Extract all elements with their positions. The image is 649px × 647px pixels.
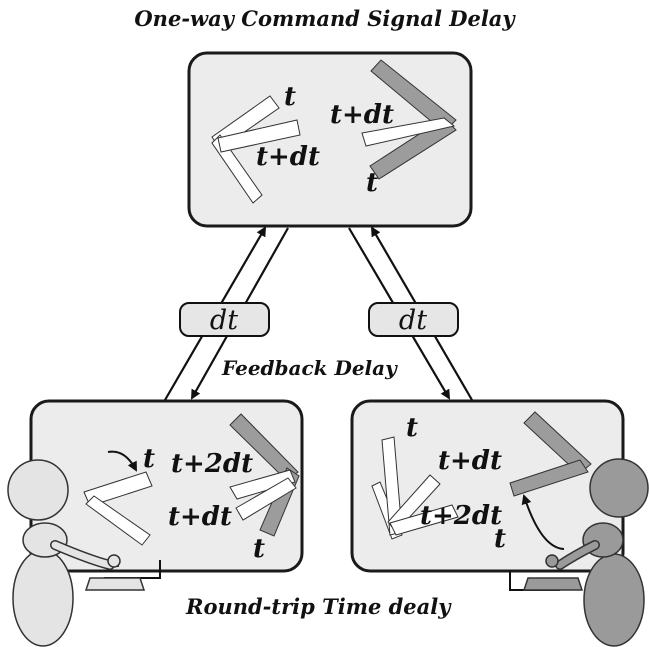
top-panel: t t+dt t+dt t	[187, 51, 473, 228]
left-label-t-plus-2dt: t+2dt	[171, 449, 253, 479]
left-label-t-bottom: t	[253, 534, 265, 564]
delay-box-left: dt	[179, 302, 270, 337]
left-arm-2dt	[229, 469, 296, 500]
round-trip-label: Round-trip Time dealy	[186, 594, 451, 619]
top-label-t-gray: t	[366, 168, 378, 198]
right-joystick-base	[522, 577, 584, 591]
rotation-arrow-left	[107, 450, 137, 472]
left-label-t-plus-dt: t+dt	[168, 502, 232, 532]
left-operator-body	[12, 549, 74, 647]
right-operator-body	[583, 553, 645, 647]
right-label-t-top: t	[406, 413, 418, 443]
right-remote-arm-upper	[523, 411, 592, 475]
top-label-t-white: t	[284, 82, 296, 112]
top-label-t-plus-dt-white: t+dt	[256, 142, 320, 172]
right-joystick-knob	[545, 554, 559, 568]
remote-arm-upper	[370, 59, 457, 133]
right-remote-arm-lower	[509, 459, 589, 497]
delay-box-right-label: dt	[399, 305, 427, 336]
delay-box-left-label: dt	[210, 305, 238, 336]
left-operator	[7, 459, 161, 647]
left-joystick-base	[84, 577, 146, 591]
command-arm-delayed	[361, 117, 456, 147]
diagram-title: One-way Command Signal Delay	[134, 6, 515, 31]
left-operator-head	[7, 459, 69, 521]
right-label-t-plus-dt: t+dt	[438, 446, 502, 476]
local-arm-commanded	[217, 119, 301, 153]
left-arm-dt	[235, 477, 297, 521]
left-panel: t t+2dt t+dt t	[29, 399, 304, 573]
right-operator	[509, 458, 649, 647]
left-label-t: t	[143, 444, 155, 474]
left-local-arm-lower	[85, 495, 151, 546]
delay-box-right: dt	[368, 302, 459, 337]
right-panel: t t+dt t+2dt t	[350, 399, 625, 573]
right-arm-2dt	[389, 504, 459, 536]
right-label-t-bottom: t	[494, 524, 506, 554]
left-joystick-knob	[107, 554, 121, 568]
feedback-delay-label: Feedback Delay	[222, 356, 397, 380]
top-label-t-plus-dt-gray: t+dt	[330, 100, 394, 130]
left-remote-arm-upper	[229, 413, 299, 481]
right-operator-head	[589, 458, 649, 518]
local-arm-lower	[211, 134, 263, 204]
right-label-t-plus-2dt: t+2dt	[420, 501, 502, 531]
rotation-arrow-right	[521, 494, 565, 550]
